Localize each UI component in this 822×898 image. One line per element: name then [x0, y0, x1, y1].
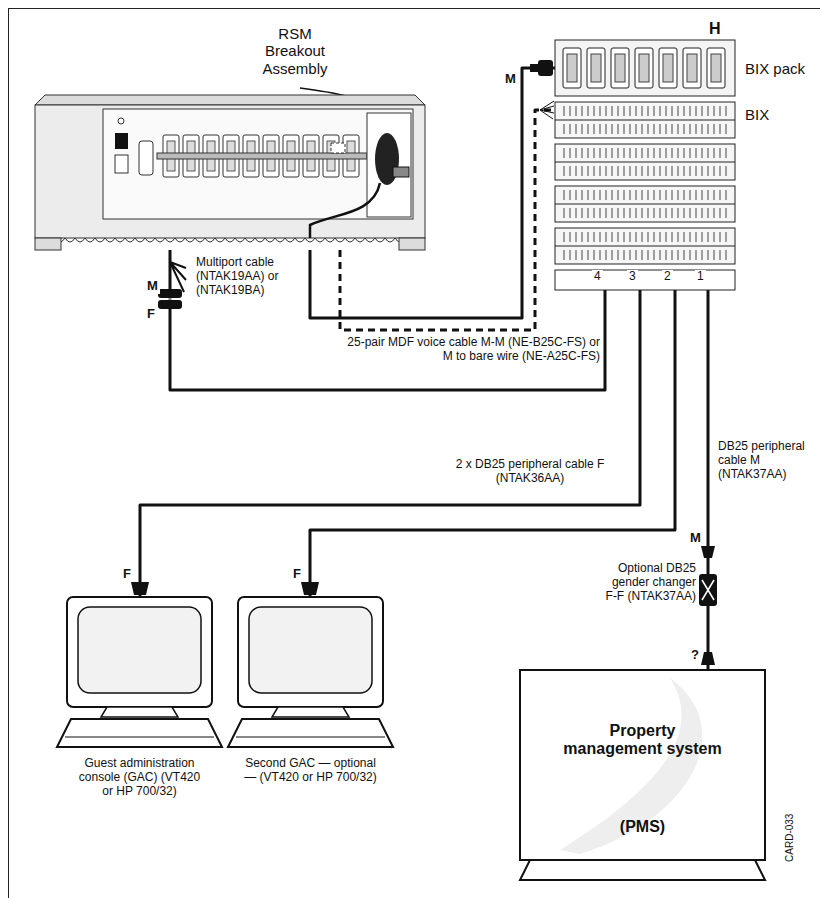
pms-computer-drawing: [520, 670, 765, 880]
pms-computer: Property management system (PMS): [520, 670, 765, 880]
port-number: 4: [592, 270, 603, 284]
terminal-caption: Guest administration console (GAC) (VT42…: [73, 757, 206, 798]
gender-changer: [699, 574, 717, 606]
bix-pack-label: BIX pack: [745, 60, 821, 77]
multiport-connector: [158, 262, 186, 309]
cable-label: 25-pair MDF voice cable M-M (NE-B25C-FS)…: [340, 336, 602, 364]
cable: [170, 250, 605, 390]
port-number: 3: [627, 270, 638, 284]
terminal-caption: Second GAC — optional — (VT420 or HP 700…: [244, 757, 377, 785]
bix-plug: [530, 60, 553, 76]
cable-label: DB25 peripheral cable M (NTAK37AA): [716, 440, 820, 481]
port-number: 2: [662, 270, 673, 284]
terminal-drawing: [57, 597, 222, 747]
bix-label: BIX: [745, 106, 805, 123]
gender-mark: F: [121, 567, 133, 582]
gac-plug: [131, 582, 149, 595]
pms-plug: [701, 546, 715, 558]
gender-mark: M: [503, 72, 518, 87]
assembly-label: RSM Breakout Assembly: [249, 25, 341, 77]
bare-wires: [540, 101, 554, 119]
part-letter: H: [707, 20, 723, 38]
terminal: Second GAC — optional — (VT420 or HP 700…: [228, 597, 393, 747]
terminal-drawing: [228, 597, 393, 747]
gender-mark: M: [145, 279, 160, 294]
cable-label: Multiport cable (NTAK19AA) or (NTAK19BA): [194, 256, 294, 297]
pms-abbrev: (PMS): [560, 818, 725, 836]
unknown-gender: ?: [689, 648, 701, 663]
port-number: 1: [695, 270, 706, 284]
changer-note: Optional DB25 gender changer F-F (NTAK37…: [598, 562, 698, 603]
terminal: Guest administration console (GAC) (VT42…: [57, 597, 222, 747]
cable: [707, 290, 710, 670]
gac-plug: [301, 582, 319, 595]
gender-mark: F: [291, 567, 303, 582]
pms-plug: [701, 652, 715, 665]
rsm-chassis-drawing: [35, 95, 425, 250]
bix-panel-drawing: [555, 40, 735, 290]
pms-title: Property management system: [560, 722, 725, 759]
bix-panel: BIX packBIX: [555, 40, 735, 290]
cable-label: 2 x DB25 peripheral cable F (NTAK36AA): [428, 458, 632, 486]
figure-id: CARD-033: [784, 812, 796, 864]
cable: [140, 290, 640, 597]
gender-mark: M: [688, 531, 703, 546]
rsm-chassis: RSM Breakout Assembly: [35, 95, 425, 250]
cable: [310, 290, 675, 597]
gender-mark: F: [145, 307, 157, 322]
